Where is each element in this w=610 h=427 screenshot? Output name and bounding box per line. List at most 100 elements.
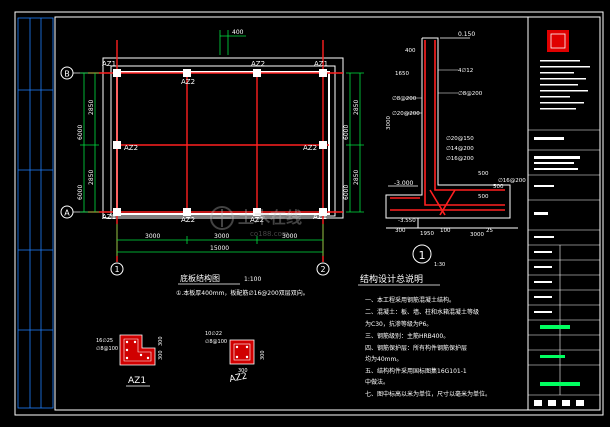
- section-callout-scale: 1:30: [434, 262, 445, 268]
- column-label: AZ1: [102, 60, 116, 68]
- column-label: AZ2: [303, 144, 317, 152]
- section-label: 3000: [470, 232, 484, 238]
- section-callout-number: 1: [419, 249, 426, 262]
- axis-label-2: 2: [320, 265, 325, 274]
- az2-dim: 300: [238, 368, 248, 374]
- column-az1: [319, 208, 327, 216]
- column-az2: [183, 208, 191, 216]
- dim-bottom: 3000: [282, 233, 297, 240]
- column-az1: [113, 208, 121, 216]
- axis-label-a: A: [64, 209, 70, 218]
- section-label: 100: [440, 228, 451, 234]
- column-az2: [319, 141, 327, 149]
- notes-line: 五、结构构件采用国标图集16G101-1: [365, 367, 467, 375]
- az1-title: AZ1: [128, 376, 146, 386]
- axis-bubble-2: 2: [316, 262, 330, 276]
- wall-section: 0.150 -3.000 400 1650 4∅12 ∅8@200 ∅8@200…: [385, 31, 526, 268]
- column-label: AZ1: [314, 60, 328, 68]
- watermark: 土木在线 co188.com: [210, 206, 302, 238]
- az2-title: AZ2: [229, 371, 249, 385]
- plan-scale: 1:100: [244, 276, 261, 283]
- watermark-sub: co188.com: [250, 230, 289, 238]
- wall-outline: [116, 71, 330, 215]
- notes-line: 四、钢筋保护层：所有构件钢筋保护层: [365, 344, 467, 352]
- az1-rebar: ∅8@100: [96, 346, 118, 352]
- watermark-logo-icon: [210, 206, 234, 230]
- section-label: ∅20@200: [392, 111, 420, 117]
- elev-mid: -3.000: [394, 180, 414, 187]
- dim-right: 6000: [343, 185, 350, 200]
- top-dimension: [219, 30, 246, 55]
- axis-bubble-1: 1: [110, 262, 124, 276]
- notes-line: 中做法。: [365, 378, 389, 386]
- section-label: ∅8@200: [392, 96, 417, 102]
- detail-az1: 16∅25 ∅8@100 300 300 AZ1: [96, 334, 164, 387]
- dim-right: 2850: [353, 100, 360, 115]
- section-label: 3000: [386, 116, 392, 130]
- column-az2: [113, 141, 121, 149]
- notes-line: 三、钢筋级别：主筋HRB400。: [365, 332, 449, 340]
- title-block: [527, 16, 601, 411]
- section-label: 400: [405, 48, 416, 54]
- dim-left: 6000: [77, 185, 84, 200]
- notes-line: 一、本工程采用钢筋混凝土结构。: [365, 296, 455, 304]
- section-label: 25: [486, 228, 493, 234]
- section-label: -3.550: [398, 218, 416, 224]
- dim-bottom: 3000: [145, 233, 160, 240]
- column-label: AZ2: [181, 216, 195, 224]
- az1-dim: 300: [158, 350, 164, 360]
- section-label: ∅16@200: [498, 178, 526, 184]
- right-dimensions: [346, 72, 364, 213]
- columns: [113, 69, 327, 216]
- column-label: AZ2: [181, 78, 195, 86]
- column-az2: [253, 208, 261, 216]
- top-dim-label: 400: [232, 29, 244, 36]
- section-label: 500: [478, 171, 489, 177]
- section-label: 300: [395, 228, 406, 234]
- dim-left: 2850: [88, 170, 95, 185]
- dim-left: 2850: [88, 100, 95, 115]
- section-label: 500: [493, 184, 504, 190]
- column-label: AZ1: [313, 213, 327, 221]
- dim-left: 6000: [77, 125, 84, 140]
- detail-az2: 10∅22 ∅8@100 300 300 AZ2: [205, 331, 266, 385]
- section-rebar: [390, 40, 505, 216]
- section-label: ∅14@200: [446, 146, 474, 152]
- column-label: AZ2: [250, 216, 264, 224]
- az2-dim: 300: [260, 350, 266, 360]
- general-notes: 结构设计总说明 一、本工程采用钢筋混凝土结构。 二、混凝土：板、墙、柱和水箱混凝…: [358, 273, 491, 398]
- column-az1: [319, 69, 327, 77]
- column-az1: [113, 69, 121, 77]
- notes-line: 七、图中标高以米为单位，尺寸以毫米为单位。: [365, 390, 491, 398]
- section-callout: [412, 244, 432, 264]
- bottom-dimensions: [116, 224, 324, 256]
- az2-rebar: 10∅22: [205, 331, 222, 337]
- axis-label-1: 1: [114, 265, 119, 274]
- stamp-icon: [547, 30, 569, 52]
- foundation-plan: B A 1 2 AZ1: [60, 29, 364, 297]
- left-dimensions: [80, 72, 99, 213]
- section-label: 1950: [420, 231, 434, 237]
- az1-rebar: 16∅25: [96, 338, 113, 344]
- binding-strip: [17, 17, 54, 409]
- column-label: AZ1: [102, 213, 116, 221]
- dim-right: 2850: [353, 170, 360, 185]
- axis-bubble-b: B: [60, 66, 74, 80]
- column-label: AZ2: [251, 60, 265, 68]
- section-label: ∅16@200: [446, 156, 474, 162]
- column-az2: [253, 69, 261, 77]
- notes-title: 结构设计总说明: [360, 273, 423, 285]
- axis-label-b: B: [64, 70, 70, 79]
- axis-bubble-a: A: [60, 205, 74, 219]
- outer-frame: [14, 11, 604, 416]
- plan-note: ①.本板厚400mm，板配筋∅16@200双层双向。: [176, 289, 309, 297]
- dim-bottom: 3000: [214, 233, 229, 240]
- section-label: 500: [478, 194, 489, 200]
- notes-line: 均为40mm。: [365, 355, 402, 363]
- dim-right: 6000: [343, 125, 350, 140]
- az1-dim: 300: [158, 336, 164, 346]
- column-labels: AZ1 AZ2 AZ2 AZ1 AZ2 AZ2 AZ1 AZ2 AZ2 AZ1: [102, 60, 328, 224]
- column-az2: [183, 69, 191, 77]
- slab-outline: [102, 57, 344, 219]
